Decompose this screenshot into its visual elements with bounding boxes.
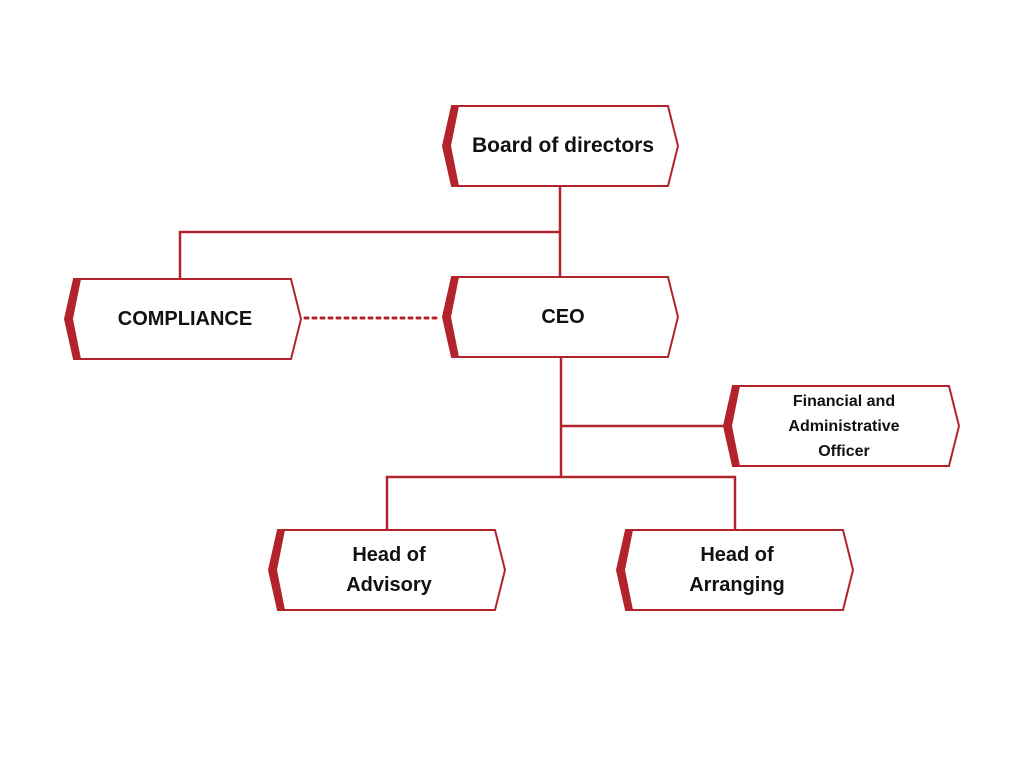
node-arranging-label: Head of Arranging: [689, 544, 785, 596]
node-compliance-shape: [63, 278, 303, 360]
edge-ceo-arranging: [561, 475, 737, 529]
node-compliance-label: COMPLIANCE: [117, 307, 253, 330]
edge-ceo-advisory: [385, 475, 561, 529]
connector-lines: [178, 187, 737, 529]
node-fao-shape: [722, 385, 961, 467]
node-advisory-shape: [267, 529, 507, 611]
node-arranging-shape: [615, 529, 855, 611]
node-advisory-label: Head of Advisory: [346, 544, 432, 596]
node-ceo-shape: [441, 276, 680, 358]
node-board-label: Board of directors: [471, 134, 655, 157]
node-ceo-label: CEO: [541, 305, 585, 328]
node-fao-label: Financial and Administrative Officer: [788, 392, 900, 460]
node-board-shape: [441, 105, 680, 187]
edge-board-compliance: [178, 230, 560, 279]
